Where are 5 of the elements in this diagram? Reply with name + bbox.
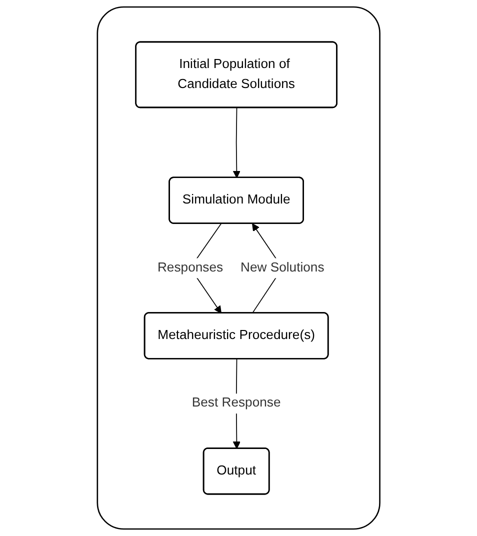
arrow xyxy=(232,107,240,178)
cluster xyxy=(96,6,380,530)
edge-label: Best Response xyxy=(192,395,281,410)
edge-label: New Solutions xyxy=(240,260,324,275)
edge-label: Responses xyxy=(157,260,223,275)
